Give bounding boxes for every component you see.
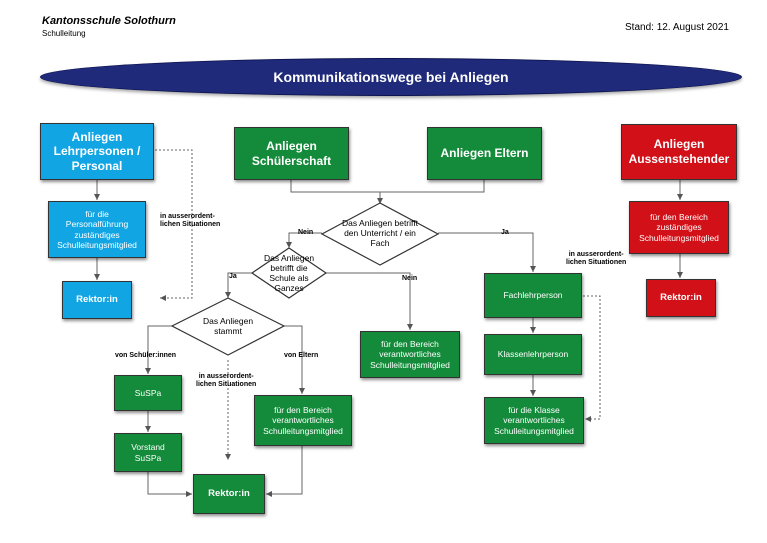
school-name: Kantonsschule Solothurn	[42, 15, 176, 27]
node-anliegen-aussenstehender: Anliegen Aussenstehender	[621, 124, 737, 180]
node-rektor-bottom: Rektor:in	[193, 474, 265, 514]
label-nein-1: Nein	[298, 229, 314, 236]
title-banner: Kommunikationswege bei Anliegen	[40, 58, 742, 96]
label-ausserordentlich-left: in ausserordent-lichen Situationen	[160, 213, 221, 229]
stand-date: Stand: 12. August 2021	[625, 22, 729, 33]
node-fachlehrperson: Fachlehrperson	[484, 273, 582, 318]
node-vorstand-suspa: Vorstand SuSPa	[114, 433, 182, 472]
diamond-shape-stammt	[170, 297, 286, 356]
node-anliegen-schuelerschaft: Anliegen Schülerschaft	[234, 127, 349, 180]
diamond-shape-schule	[250, 247, 328, 299]
label-ausserordentlich-right: in ausserordent-lichen Situationen	[566, 251, 627, 267]
node-suspa: SuSPa	[114, 375, 182, 411]
node-klassenlehrperson: Klassenlehrperson	[484, 334, 582, 375]
node-personalfuehrung: für die Personalführung zuständiges Schu…	[48, 201, 146, 258]
decision-stammt: Das Anliegen stammt	[202, 316, 254, 336]
label-nein-2: Nein	[402, 275, 418, 282]
label-ja-1: Ja	[501, 229, 509, 236]
decision-schule: Das Anliegen betrifft die Schule als Gan…	[263, 253, 315, 293]
node-anliegen-lehrpersonen: Anliegen Lehrpersonen / Personal	[40, 123, 154, 180]
node-bereich-right: für den Bereich zuständiges Schulleitung…	[629, 201, 729, 254]
decision-unterricht: Das Anliegen betrifft den Unterricht / e…	[342, 218, 418, 248]
diamond-shape-unterricht	[320, 202, 440, 266]
label-von-schueler: von Schüler:innen	[115, 352, 177, 359]
node-rektor-left: Rektor:in	[62, 281, 132, 319]
node-bereich-eltern: für den Bereich verantwortliches Schulle…	[254, 395, 352, 446]
node-rektor-right: Rektor:in	[646, 279, 716, 317]
label-ja-2: Ja	[229, 273, 237, 280]
node-anliegen-eltern: Anliegen Eltern	[427, 127, 542, 180]
label-von-eltern: von Eltern	[284, 352, 319, 359]
node-klasse-schulleitung: für die Klasse verantwortliches Schullei…	[484, 397, 584, 444]
label-ausserordentlich-bottom: in ausserordent-lichen Situationen	[196, 373, 257, 389]
department-name: Schulleitung	[42, 29, 86, 38]
node-bereich-middle: für den Bereich verantwortliches Schulle…	[360, 331, 460, 378]
page-title: Kommunikationswege bei Anliegen	[273, 69, 509, 85]
